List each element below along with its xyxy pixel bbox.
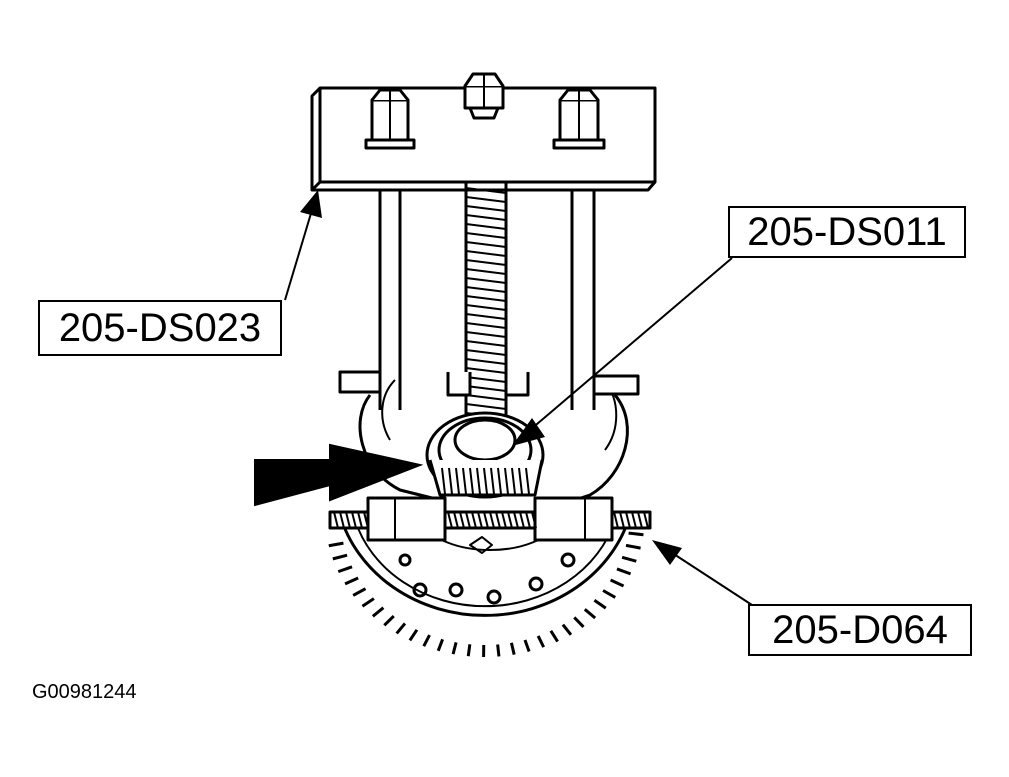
step-plate-adapter	[328, 496, 652, 542]
pull-direction-arrow-icon	[254, 443, 424, 507]
callout-205-d064: 205-D064	[748, 604, 972, 656]
callout-205-ds011: 205-DS011	[728, 206, 966, 258]
callout-arrowheads	[300, 190, 682, 565]
bearing-cone	[425, 411, 545, 499]
puller-jaws	[338, 370, 640, 397]
crossbar-bolt-center	[463, 72, 505, 120]
callout-205-ds023: 205-DS023	[38, 300, 282, 356]
crossbar-bolt-right	[552, 88, 606, 150]
figure-id: G00981244	[32, 681, 137, 703]
puller-crossbar	[310, 72, 657, 192]
crossbar-bolt-left	[364, 88, 416, 150]
puller-side-rods	[378, 190, 596, 410]
ring-gear	[328, 514, 644, 658]
